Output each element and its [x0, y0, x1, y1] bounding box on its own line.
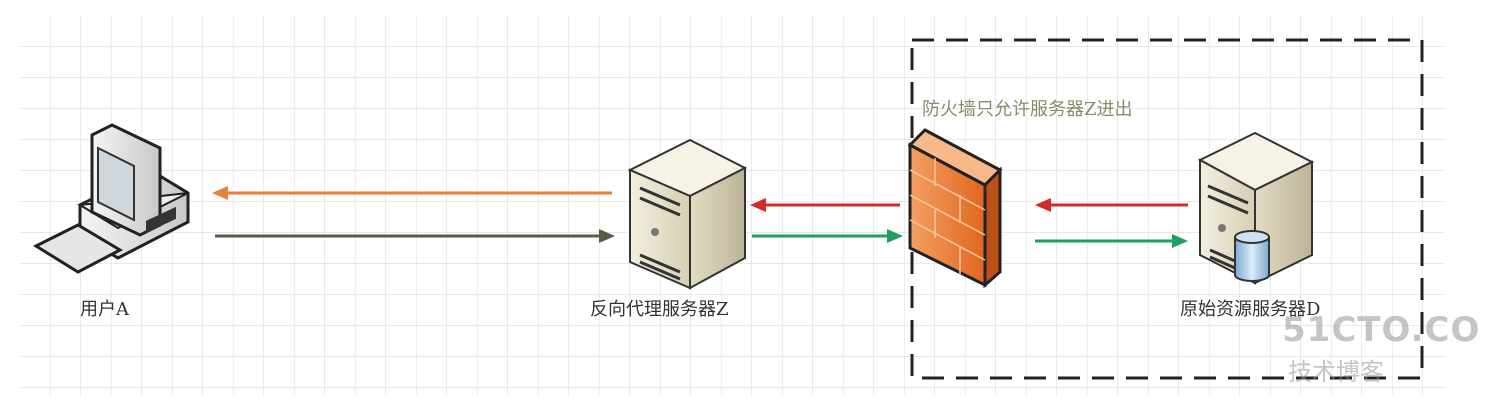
arrowhead-proxy-to-user — [212, 186, 228, 200]
arrowhead-user-to-proxy — [599, 229, 615, 243]
user-label: 用户A — [80, 299, 129, 320]
database-server-icon[interactable] — [1197, 131, 1315, 285]
arrowhead-firewall-to-proxy — [750, 198, 766, 212]
proxy-label: 反向代理服务器Z — [590, 299, 729, 320]
arrowhead-firewall-to-origin — [1172, 234, 1188, 248]
zone-label: 防火墙只允许服务器Z进出 — [922, 99, 1133, 120]
arrowhead-proxy-to-firewall — [887, 229, 903, 243]
arrowhead-origin-to-firewall — [1035, 198, 1051, 212]
firewall-zone-boundary — [910, 38, 1424, 380]
desktop-computer-icon[interactable] — [32, 123, 190, 274]
origin-label: 原始资源服务器D — [1180, 299, 1321, 320]
watermark-logo: 51CTO.CO — [1282, 310, 1481, 350]
brick-firewall-icon[interactable] — [907, 128, 1003, 289]
server-tower-icon[interactable] — [627, 138, 748, 290]
watermark-subtitle: 技术博客 — [1288, 358, 1384, 386]
